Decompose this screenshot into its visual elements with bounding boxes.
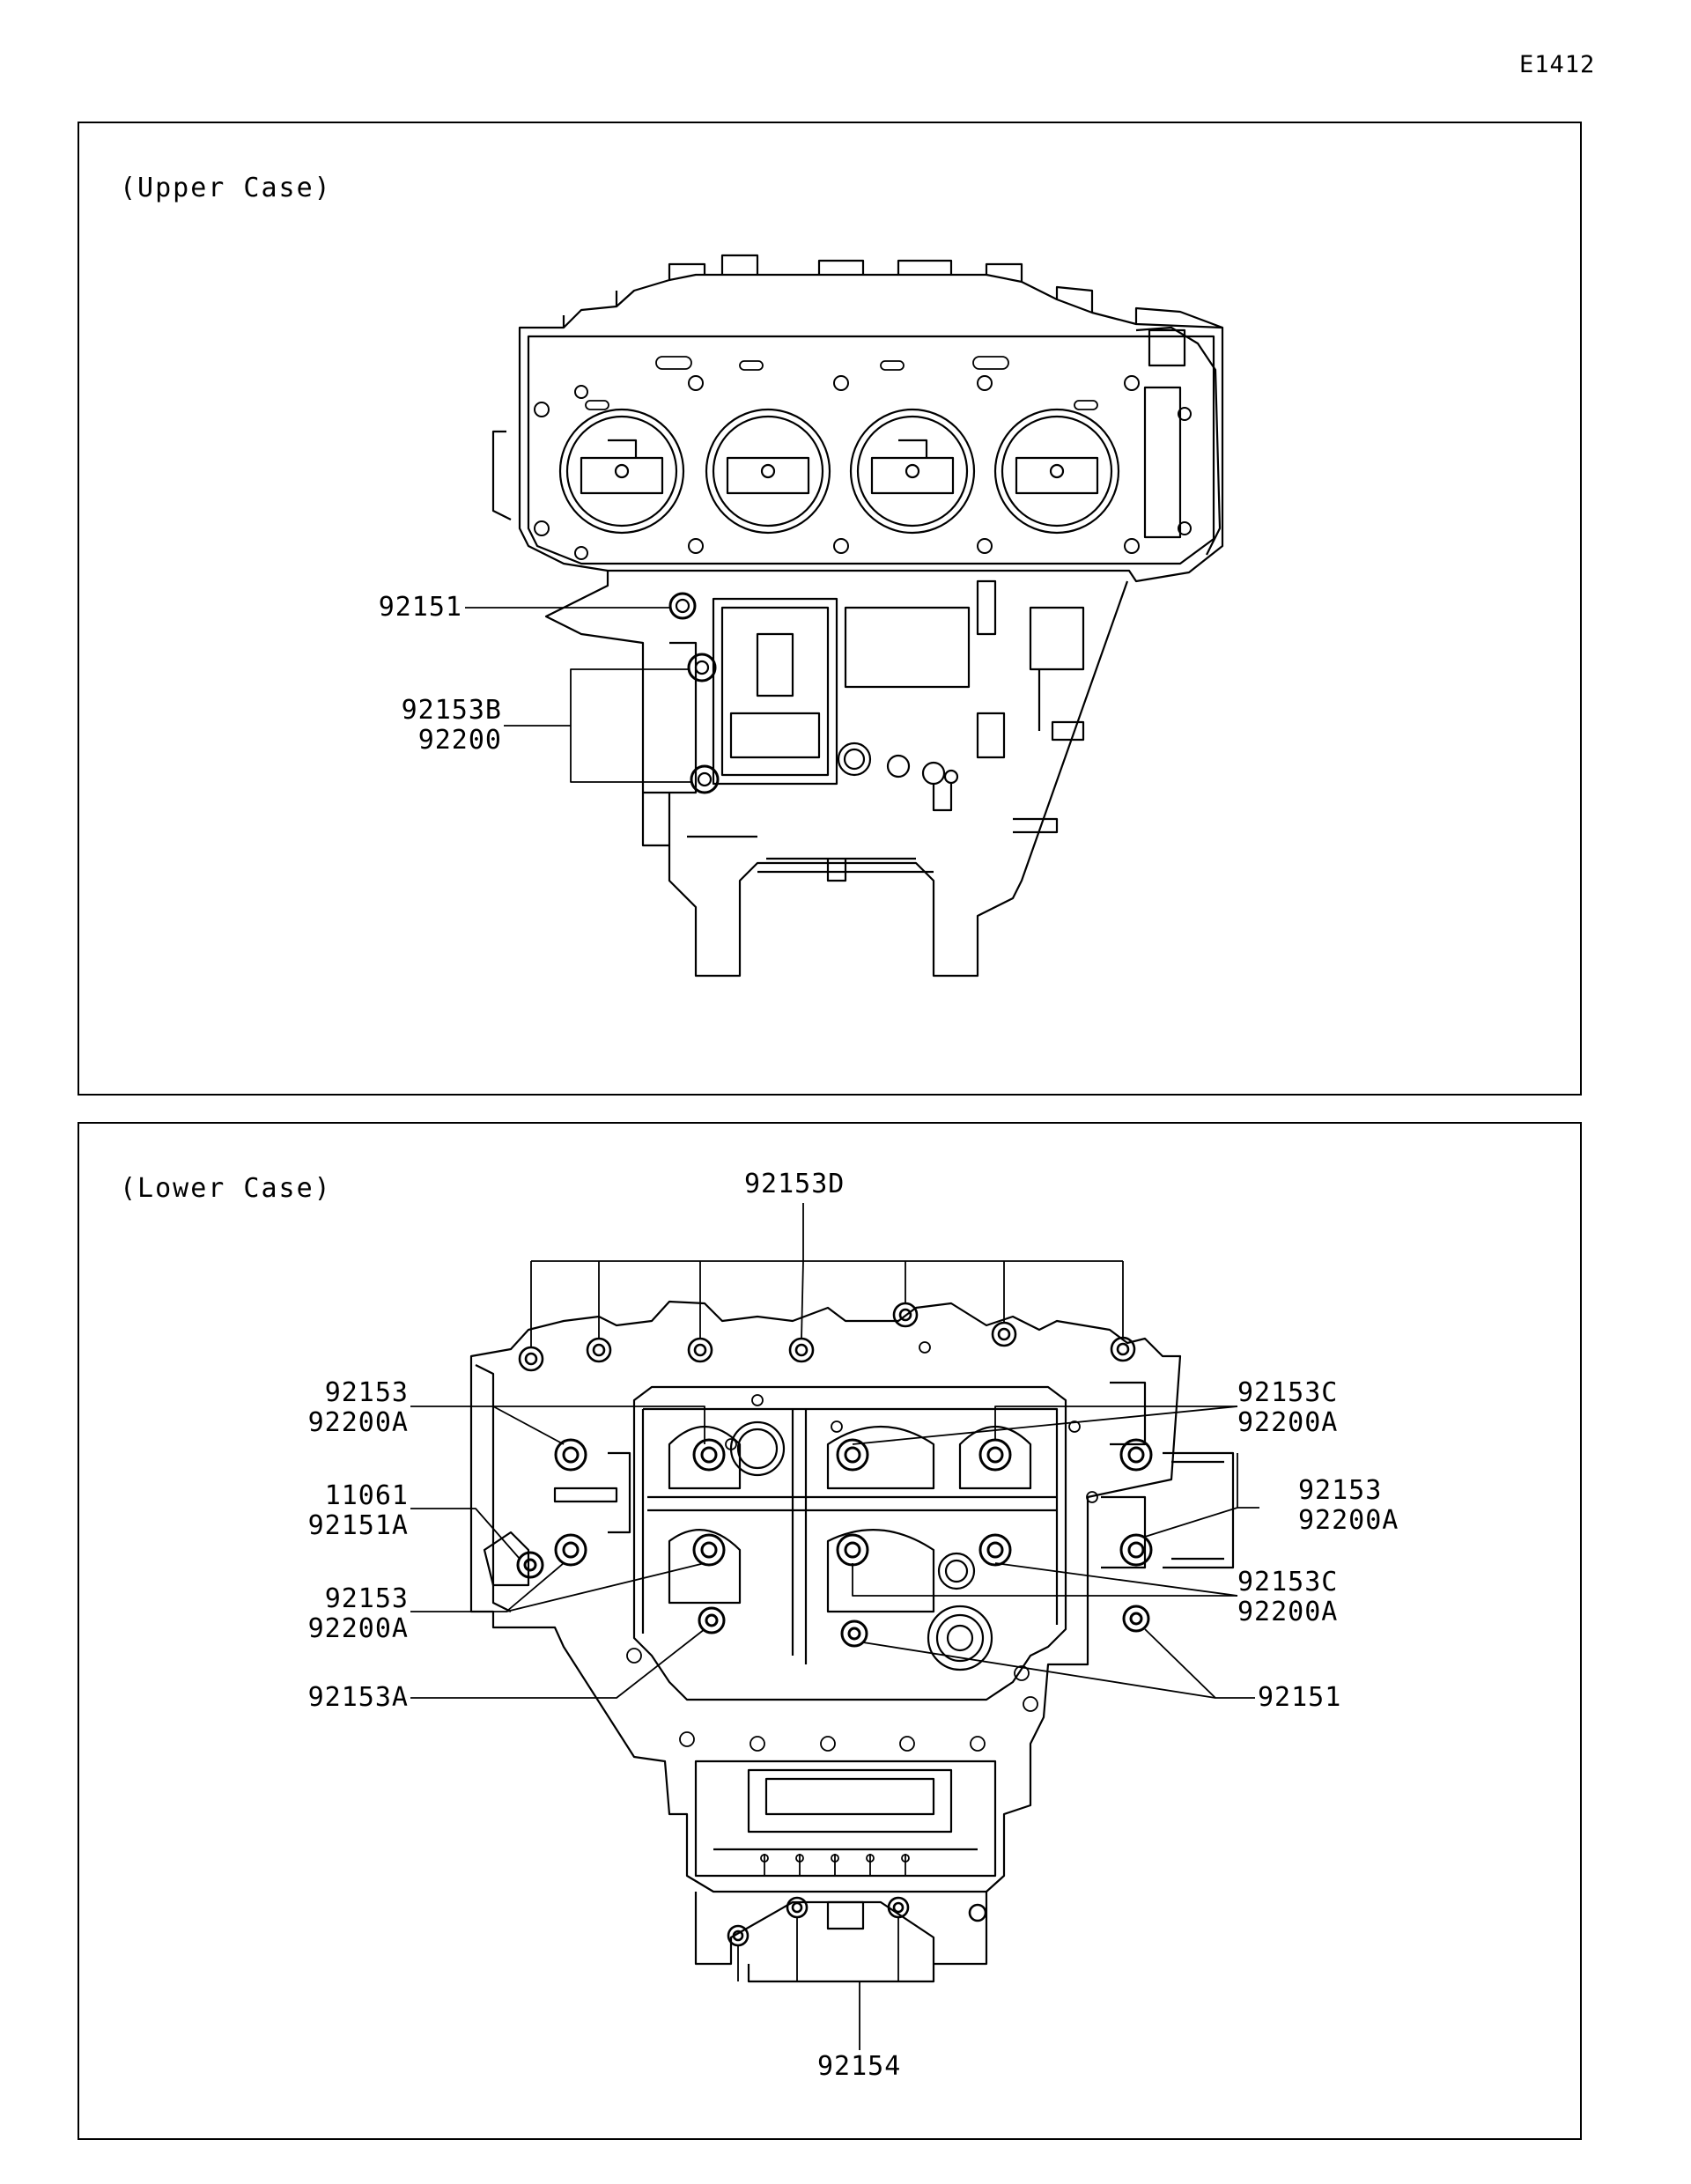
callout-92153-r2: 92153 xyxy=(1298,1475,1383,1506)
upper-callout-lines xyxy=(465,607,692,783)
callout-92154: 92154 xyxy=(817,2051,902,2082)
figure-id: E1412 xyxy=(1519,51,1596,78)
callout-92153A: 92153A xyxy=(307,1682,409,1713)
upper-crankcase xyxy=(491,254,1224,978)
callout-92153C-r1: 92153C xyxy=(1237,1377,1339,1408)
lower-crankcase xyxy=(469,1300,1235,1983)
upper-case-panel xyxy=(78,122,1582,1096)
lower-case-title: (Lower Case) xyxy=(120,1173,332,1204)
upper-case-title: (Upper Case) xyxy=(120,173,332,203)
callout-92151A: 92151A xyxy=(307,1510,409,1541)
lower-case-panel xyxy=(78,1122,1582,2140)
callout-92200: 92200 xyxy=(417,725,502,756)
callout-92200A-r3: 92200A xyxy=(1237,1597,1339,1627)
callout-92200A-r2: 92200A xyxy=(1298,1505,1399,1536)
callout-92200A-l3: 92200A xyxy=(307,1613,409,1644)
callout-11061: 11061 xyxy=(324,1480,409,1511)
callout-92153B: 92153B xyxy=(401,695,502,726)
lower-callout-lines xyxy=(410,1203,1259,2050)
callout-92200A-l1: 92200A xyxy=(307,1407,409,1438)
callout-92153C-r3: 92153C xyxy=(1237,1567,1339,1597)
callout-92153-l3: 92153 xyxy=(324,1583,409,1614)
callout-92151-r4: 92151 xyxy=(1258,1682,1342,1713)
callout-92153D: 92153D xyxy=(744,1169,846,1199)
callout-92153-l1: 92153 xyxy=(324,1377,409,1408)
callout-92200A-r1: 92200A xyxy=(1237,1407,1339,1438)
callout-92151-upper: 92151 xyxy=(378,592,462,623)
